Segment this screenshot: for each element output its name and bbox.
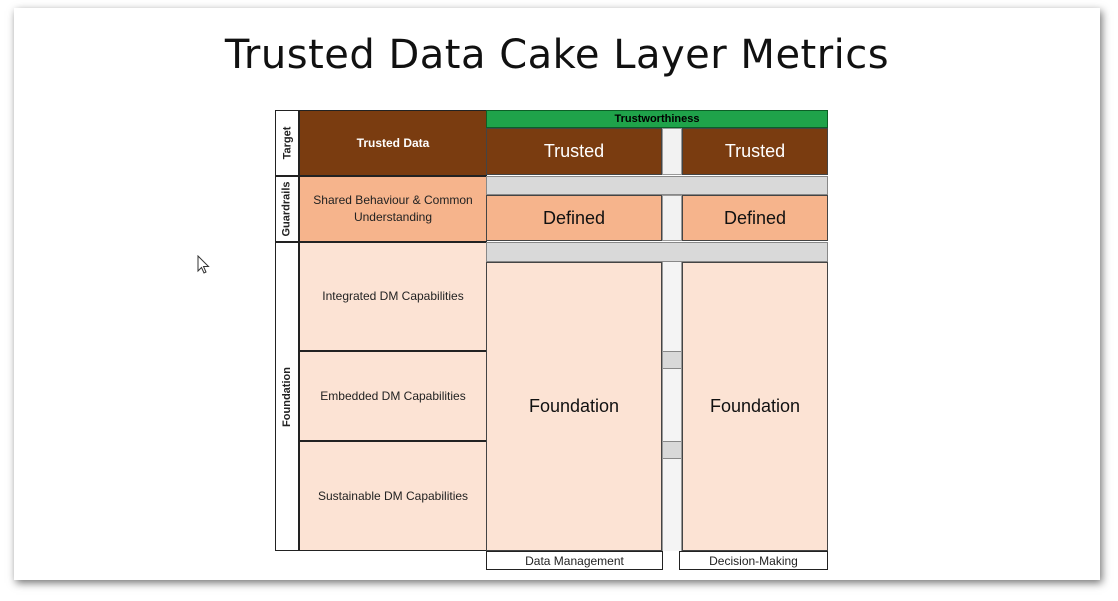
guardrail-cell-col1-text: Defined — [542, 207, 606, 228]
footer-data-management-text: Data Management — [525, 553, 624, 568]
row-label-shared-behaviour: Shared Behaviour & Common Understanding — [299, 176, 487, 242]
row-label-trusted-data-text: Trusted Data — [356, 136, 430, 150]
row-label-sustainable-text: Sustainable DM Capabilities — [317, 488, 469, 503]
row-label-sustainable: Sustainable DM Capabilities — [299, 441, 487, 551]
guardrail-cell-col2: Defined — [682, 195, 828, 241]
footer-decision-making: Decision-Making — [679, 551, 828, 570]
target-cell-col1-text: Trusted — [543, 141, 605, 161]
separator-bar-1 — [486, 176, 828, 195]
side-label-guardrails-text: Guardrails — [281, 181, 293, 237]
row-label-integrated-text: Integrated DM Capabilities — [322, 289, 464, 303]
side-label-target-text: Target — [281, 126, 293, 160]
target-cell-col2: Trusted — [682, 128, 828, 175]
trustworthiness-bar: Trustworthiness — [486, 110, 828, 128]
trustworthiness-bar-text: Trustworthiness — [614, 113, 700, 125]
foundation-gap-block-2 — [663, 441, 681, 459]
footer-data-management: Data Management — [486, 551, 663, 570]
side-label-foundation: Foundation — [275, 242, 299, 551]
side-label-target: Target — [275, 110, 299, 176]
side-label-foundation-text: Foundation — [281, 366, 293, 427]
guardrail-cell-col2-text: Defined — [723, 207, 787, 228]
foundation-cell-col1-text: Foundation — [528, 396, 620, 416]
foundation-gap — [662, 262, 682, 551]
guardrail-cell-col1: Defined — [486, 195, 662, 241]
separator-bar-2 — [486, 242, 828, 262]
foundation-cell-col1: Foundation — [486, 262, 662, 551]
foundation-gap-block-1 — [663, 351, 681, 369]
foundation-cell-col2: Foundation — [682, 262, 828, 551]
mouse-cursor-icon — [197, 255, 210, 274]
foundation-cell-col2-text: Foundation — [709, 396, 801, 416]
slide-title: Trusted Data Cake Layer Metrics — [224, 32, 890, 78]
row-label-integrated: Integrated DM Capabilities — [299, 242, 487, 351]
row-label-embedded: Embedded DM Capabilities — [299, 351, 487, 441]
guardrail-gap — [662, 195, 682, 241]
target-cell-col1: Trusted — [486, 128, 662, 175]
target-gap — [662, 128, 682, 175]
row-label-trusted-data: Trusted Data — [299, 110, 487, 176]
row-label-embedded-text: Embedded DM Capabilities — [320, 388, 466, 403]
footer-decision-making-text: Decision-Making — [709, 553, 798, 568]
side-label-guardrails: Guardrails — [275, 176, 299, 242]
target-cell-col2-text: Trusted — [724, 141, 786, 161]
row-label-shared-behaviour-text: Shared Behaviour & Common Understanding — [313, 193, 473, 224]
